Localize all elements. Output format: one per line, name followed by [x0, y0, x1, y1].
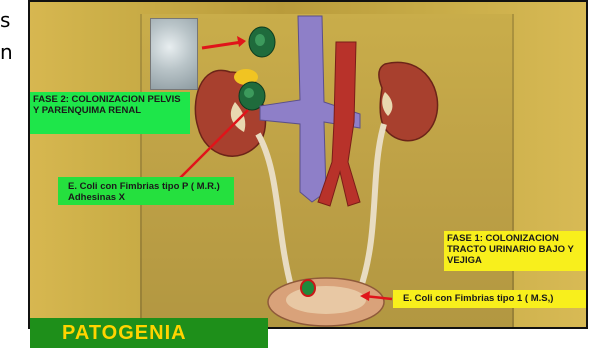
arrow-micro-to-bacterium [202, 42, 242, 48]
cropped-text-n: n [0, 40, 13, 64]
label-ecoli-fimbrias-1: E. Coli con Fimbrias tipo 1 ( M.S,) [393, 290, 588, 308]
title-banner: PATOGENIA [30, 318, 268, 348]
label-fase-1: FASE 1: COLONIZACION TRACTO URINARIO BAJ… [444, 231, 588, 271]
anatomy-scene: FASE 2: COLONIZACION PELVIS Y PARENQUIMA… [30, 2, 586, 327]
right-ureter [360, 124, 384, 290]
video-frame: FASE 2: COLONIZACION PELVIS Y PARENQUIMA… [28, 0, 588, 329]
label-fase-2: FASE 2: COLONIZACION PELVIS Y PARENQUIMA… [30, 92, 190, 134]
left-ureter [258, 134, 292, 290]
bacterium-bladder [301, 280, 315, 296]
urinary-system-model [30, 2, 588, 329]
label-ecoli-fimbrias-p: E. Coli con Fimbrias tipo P ( M.R.) Adhe… [58, 177, 234, 205]
arrowhead-1 [237, 36, 246, 47]
cropped-text-s: s [0, 8, 10, 32]
